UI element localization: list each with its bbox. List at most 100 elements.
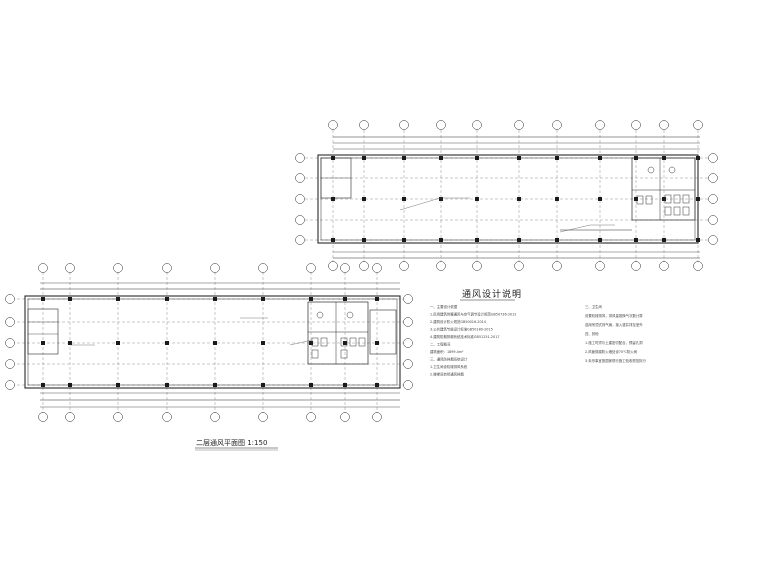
note-line: 二、工程概况 <box>430 342 451 347</box>
column <box>696 238 700 242</box>
axis-bubble <box>403 317 413 327</box>
axis-bubble <box>693 120 703 130</box>
note-line: 2.风管穿越防火墙处设70℃防火阀 <box>585 349 638 354</box>
axis-bubble <box>340 412 350 422</box>
axis-bubble <box>5 380 15 390</box>
axis-bubble <box>399 261 409 271</box>
axis-bubble <box>65 263 75 273</box>
column <box>517 156 521 160</box>
column <box>41 341 45 345</box>
column <box>598 156 602 160</box>
column <box>116 383 120 387</box>
column <box>517 197 521 201</box>
axis-bubble <box>258 412 268 422</box>
column <box>598 238 602 242</box>
column <box>375 383 379 387</box>
column <box>402 197 406 201</box>
column <box>402 238 406 242</box>
axis-bubble <box>552 261 562 271</box>
column <box>375 297 379 301</box>
column <box>555 238 559 242</box>
column <box>309 383 313 387</box>
annotation-leaders <box>70 197 615 346</box>
column <box>696 156 700 160</box>
grid-axis-bubbles <box>5 120 718 422</box>
axis-bubble <box>631 261 641 271</box>
plan-title: 二层通风平面图 1:150 <box>196 438 267 447</box>
note-line: 三、通风防排烟系统设计 <box>430 357 468 362</box>
design-notes-block: 通风设计说明 一、主要设计依据 1.民用建筑供暖通风与空气调节设计规范GB5073… <box>430 288 646 377</box>
axis-bubble <box>38 412 48 422</box>
column <box>696 197 700 201</box>
axis-bubble <box>552 120 562 130</box>
axis-bubble <box>436 261 446 271</box>
column <box>343 297 347 301</box>
grid-lines <box>12 130 712 414</box>
toilet-fixtures-lower <box>311 311 366 359</box>
column <box>165 383 169 387</box>
axis-bubble <box>258 263 268 273</box>
axis-bubble <box>5 317 15 327</box>
column <box>555 197 559 201</box>
column <box>165 297 169 301</box>
column <box>439 156 443 160</box>
axis-bubble <box>210 263 220 273</box>
notes-title: 通风设计说明 <box>462 288 522 300</box>
column <box>41 297 45 301</box>
axis-bubble <box>595 120 605 130</box>
column <box>68 341 72 345</box>
column <box>402 156 406 160</box>
column <box>555 156 559 160</box>
axis-bubble <box>372 412 382 422</box>
column <box>331 197 335 201</box>
notes-column-1: 一、主要设计依据 1.民用建筑供暖通风与空气调节设计规范GB50736-2012 2… <box>430 304 516 377</box>
axis-bubble <box>295 235 305 245</box>
axis-bubble <box>5 294 15 304</box>
column <box>475 197 479 201</box>
note-line: 3.公共建筑节能设计标准GB50189-2015 <box>430 327 493 332</box>
axis-bubble <box>693 261 703 271</box>
column <box>439 238 443 242</box>
column <box>331 156 335 160</box>
note-line: 一、主要设计依据 <box>430 304 458 309</box>
axis-bubble <box>514 120 524 130</box>
column <box>116 297 120 301</box>
note-line: 1.民用建筑供暖通风与空气调节设计规范GB50736-2012 <box>430 312 516 317</box>
axis-bubble <box>372 263 382 273</box>
column <box>68 297 72 301</box>
column <box>331 238 335 242</box>
axis-bubble <box>295 153 305 163</box>
note-line: 2.建筑设计防火规范GB50016-2014 <box>430 319 486 324</box>
column <box>116 341 120 345</box>
column <box>213 341 217 345</box>
column <box>261 297 265 301</box>
axis-bubble <box>306 412 316 422</box>
axis-bubble <box>708 153 718 163</box>
axis-bubble <box>328 261 338 271</box>
axis-bubble <box>340 263 350 273</box>
axis-bubble <box>295 194 305 204</box>
note-line: 2.楼梯间自然通风排烟 <box>430 372 464 377</box>
column <box>634 238 638 242</box>
column <box>309 297 313 301</box>
axis-bubble <box>359 261 369 271</box>
axis-bubble <box>295 173 305 183</box>
axis-bubble <box>659 261 669 271</box>
column <box>475 156 479 160</box>
column <box>213 383 217 387</box>
axis-bubble <box>359 120 369 130</box>
column <box>343 341 347 345</box>
column <box>362 238 366 242</box>
note-line: 建筑面积：1899.4m² <box>430 349 464 354</box>
column <box>375 341 379 345</box>
axis-bubble <box>708 215 718 225</box>
toilet-fixtures-upper <box>636 166 690 216</box>
axis-bubble <box>595 261 605 271</box>
upper-wing <box>317 136 700 259</box>
axis-bubble <box>403 359 413 369</box>
column <box>662 156 666 160</box>
axis-bubble <box>306 263 316 273</box>
note-line: 1.卫生间设机械排风系统 <box>430 364 468 369</box>
column <box>362 156 366 160</box>
